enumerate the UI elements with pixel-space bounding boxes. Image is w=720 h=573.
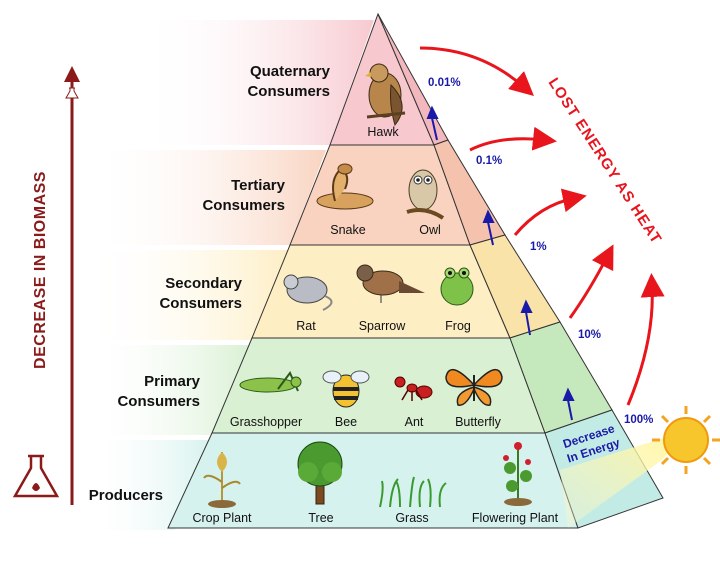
bee-icon [322,370,370,408]
frog-icon [440,267,474,306]
organism-flowering-plant: Flowering Plant [472,511,559,525]
organism-ant: Ant [405,415,424,429]
organism-grasshopper: Grasshopper [230,415,302,429]
organism-hawk: Hawk [367,125,399,139]
organism-snake: Snake [330,223,365,237]
sun-beam [560,430,690,528]
snake-icon [316,163,374,210]
percent-tertiary: 0.1% [476,155,502,167]
heat-label: LOST ENERGY AS HEAT [545,75,665,247]
flowering-plant-icon [503,442,532,506]
energy-arrows [426,105,575,421]
rat-icon [283,274,333,311]
organism-bee: Bee [335,415,357,429]
level-name-producers: Producers [89,487,163,504]
organism-tree: Tree [308,511,333,525]
owl-icon [406,169,445,220]
organism-butterfly: Butterfly [455,415,502,429]
percent-secondary: 1% [530,241,547,253]
organism-owl: Owl [419,223,441,237]
organism-grass: Grass [395,511,428,525]
sun-icon [652,406,720,474]
band-primary [85,345,250,435]
percent-quaternary: 0.01% [428,77,461,89]
flask-mini-icon [65,87,79,99]
hawk-icon [365,63,406,127]
sparrow-icon [356,264,425,303]
band-quaternary [140,20,374,145]
biomass-label: DECREASE IN BIOMASS [32,171,49,369]
organism-rat: Rat [296,319,316,333]
ant-icon [394,376,433,401]
biomass-arrow [64,66,80,505]
percent-primary: 10% [578,329,601,341]
organism-frog: Frog [445,319,471,333]
tree-icon [297,441,343,505]
band-tertiary [90,150,326,245]
grass-icon [379,476,447,508]
percent-producers: 100% [624,414,653,426]
organism-crop-plant: Crop Plant [192,511,252,525]
grasshopper-icon [239,371,302,393]
butterfly-icon [445,368,503,406]
organism-sparrow: Sparrow [359,319,407,333]
flask-logo-icon [12,454,60,498]
band-secondary [85,250,288,340]
crop-plant-icon [203,452,241,508]
heat-arrows [419,46,665,406]
